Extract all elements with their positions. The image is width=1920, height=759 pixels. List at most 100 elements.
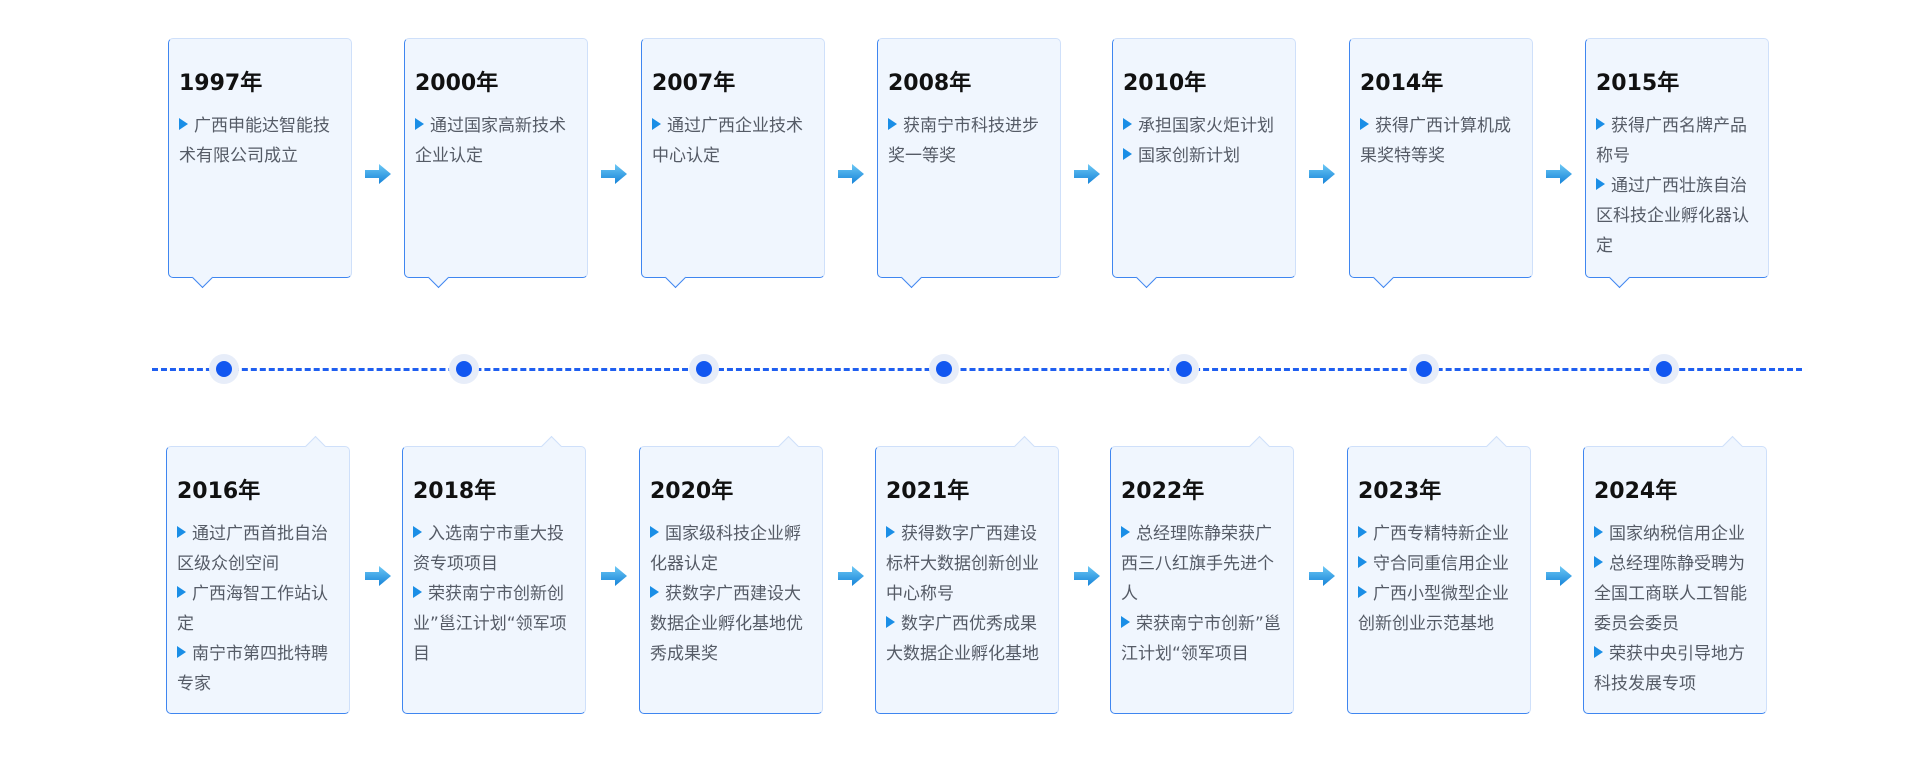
milestone-year: 2016年 [177, 479, 261, 504]
bullet-triangle-icon [886, 616, 895, 628]
milestone-item-text: 国家纳税信用企业 [1609, 524, 1745, 544]
milestone-card: 2007年通过广西企业技术中心认定 [641, 38, 825, 289]
card-pointer-down [1135, 266, 1158, 289]
milestone-item: 国家纳税信用企业 [1594, 519, 1758, 549]
milestone-card: 2014年获得广西计算机成果奖特等奖 [1349, 38, 1533, 289]
milestone-year: 2008年 [888, 71, 972, 96]
milestone-item-text: 入选南宁市重大投资专项项目 [413, 524, 564, 574]
milestone-item-text: 获得广西名牌产品称号 [1596, 116, 1747, 166]
milestone-card: 2008年获南宁市科技进步奖一等奖 [877, 38, 1061, 289]
timeline-dot [1169, 354, 1199, 384]
bullet-triangle-icon [177, 586, 186, 598]
milestone-item: 通过广西首批自治区级众创空间 [177, 519, 341, 579]
right-arrow-icon [1309, 566, 1335, 586]
milestone-item: 承担国家火炬计划 [1123, 111, 1287, 141]
milestone-item-text: 荣获南宁市创新创业”邕江计划“领军项目 [413, 584, 567, 664]
timeline-dot [689, 354, 719, 384]
card-pointer-up [1485, 435, 1508, 458]
right-arrow-icon [1546, 164, 1572, 184]
milestone-item: 荣获中央引导地方科技发展专项 [1594, 639, 1758, 699]
milestone-card: 2010年承担国家火炬计划国家创新计划 [1112, 38, 1296, 289]
bullet-triangle-icon [1121, 616, 1130, 628]
card-pointer-up [304, 435, 327, 458]
card-pointer-down [1608, 266, 1631, 289]
timeline-dot [1649, 354, 1679, 384]
milestone-item: 总经理陈静受聘为全国工商联人工智能委员会委员 [1594, 549, 1758, 639]
milestone-item-text: 通过广西企业技术中心认定 [652, 116, 803, 166]
right-arrow-icon [601, 164, 627, 184]
milestone-year: 2021年 [886, 479, 970, 504]
bullet-triangle-icon [650, 526, 659, 538]
card-pointer-down [664, 266, 687, 289]
bullet-triangle-icon [1596, 118, 1605, 130]
right-arrow-icon [365, 566, 391, 586]
timeline-line [152, 368, 1802, 371]
milestone-item-text: 获得广西计算机成果奖特等奖 [1360, 116, 1511, 166]
timeline-dot [449, 354, 479, 384]
milestone-item: 通过广西企业技术中心认定 [652, 111, 816, 171]
milestone-item-text: 通过国家高新技术企业认定 [415, 116, 566, 166]
milestone-item: 广西申能达智能技术有限公司成立 [179, 111, 343, 171]
milestone-item-text: 广西海智工作站认定 [177, 584, 328, 634]
bullet-triangle-icon [179, 118, 188, 130]
card-pointer-down [191, 266, 214, 289]
right-arrow-icon [601, 566, 627, 586]
milestone-item: 获得广西计算机成果奖特等奖 [1360, 111, 1524, 171]
milestone-year: 2024年 [1594, 479, 1678, 504]
milestone-item: 总经理陈静荣获广西三八红旗手先进个人 [1121, 519, 1285, 609]
milestone-item: 广西海智工作站认定 [177, 579, 341, 639]
milestone-item: 广西小型微型企业创新创业示范基地 [1358, 579, 1522, 639]
bullet-triangle-icon [1594, 646, 1603, 658]
timeline-dot [1409, 354, 1439, 384]
milestone-card: 2000年通过国家高新技术企业认定 [404, 38, 588, 289]
milestone-item: 国家级科技企业孵化器认定 [650, 519, 814, 579]
card-pointer-up [1248, 435, 1271, 458]
card-pointer-up [540, 435, 563, 458]
bullet-triangle-icon [177, 526, 186, 538]
right-arrow-icon [1074, 164, 1100, 184]
milestone-item: 获南宁市科技进步奖一等奖 [888, 111, 1052, 171]
milestone-year: 2000年 [415, 71, 499, 96]
bullet-triangle-icon [177, 646, 186, 658]
milestone-item-text: 南宁市第四批特聘专家 [177, 644, 328, 694]
right-arrow-icon [1074, 566, 1100, 586]
milestone-item-text: 国家级科技企业孵化器认定 [650, 524, 801, 574]
bullet-triangle-icon [888, 118, 897, 130]
bullet-triangle-icon [413, 586, 422, 598]
milestone-card: 2015年获得广西名牌产品称号通过广西壮族自治区科技企业孵化器认定 [1585, 38, 1769, 289]
bullet-triangle-icon [1594, 526, 1603, 538]
milestone-item: 获数字广西建设大数据企业孵化基地优秀成果奖 [650, 579, 814, 669]
milestone-year: 1997年 [179, 71, 263, 96]
milestone-item: 通过广西壮族自治区科技企业孵化器认定 [1596, 171, 1760, 261]
right-arrow-icon [1546, 566, 1572, 586]
milestone-card: 2020年国家级科技企业孵化器认定获数字广西建设大数据企业孵化基地优秀成果奖 [639, 435, 823, 714]
milestone-item-text: 总经理陈静荣获广西三八红旗手先进个人 [1121, 524, 1274, 604]
bullet-triangle-icon [1358, 526, 1367, 538]
right-arrow-icon [365, 164, 391, 184]
milestone-item-text: 获南宁市科技进步奖一等奖 [888, 116, 1039, 166]
milestone-year: 2018年 [413, 479, 497, 504]
bullet-triangle-icon [1123, 118, 1132, 130]
milestone-item: 守合同重信用企业 [1358, 549, 1522, 579]
milestone-item-text: 荣获中央引导地方科技发展专项 [1594, 644, 1745, 694]
milestone-item-text: 国家创新计划 [1138, 146, 1240, 166]
card-pointer-down [900, 266, 923, 289]
milestone-item-text: 通过广西壮族自治区科技企业孵化器认定 [1596, 176, 1749, 256]
milestone-item: 荣获南宁市创新创业”邕江计划“领军项目 [413, 579, 577, 669]
milestone-item-text: 广西小型微型企业创新创业示范基地 [1358, 584, 1509, 634]
bullet-triangle-icon [1121, 526, 1130, 538]
bullet-triangle-icon [1360, 118, 1369, 130]
bullet-triangle-icon [886, 526, 895, 538]
milestone-item-text: 荣获南宁市创新”邕江计划“领军项目 [1121, 614, 1281, 664]
right-arrow-icon [838, 164, 864, 184]
milestone-card: 2021年获得数字广西建设标杆大数据创新创业中心称号数字广西优秀成果大数据企业孵… [875, 435, 1059, 714]
milestone-year: 2014年 [1360, 71, 1444, 96]
milestone-item: 数字广西优秀成果大数据企业孵化基地 [886, 609, 1050, 669]
milestone-year: 2007年 [652, 71, 736, 96]
right-arrow-icon [1309, 164, 1335, 184]
milestone-item-text: 广西专精特新企业 [1373, 524, 1509, 544]
milestone-card: 1997年广西申能达智能技术有限公司成立 [168, 38, 352, 289]
milestone-item: 荣获南宁市创新”邕江计划“领军项目 [1121, 609, 1285, 669]
bullet-triangle-icon [1358, 586, 1367, 598]
milestone-item: 获得广西名牌产品称号 [1596, 111, 1760, 171]
